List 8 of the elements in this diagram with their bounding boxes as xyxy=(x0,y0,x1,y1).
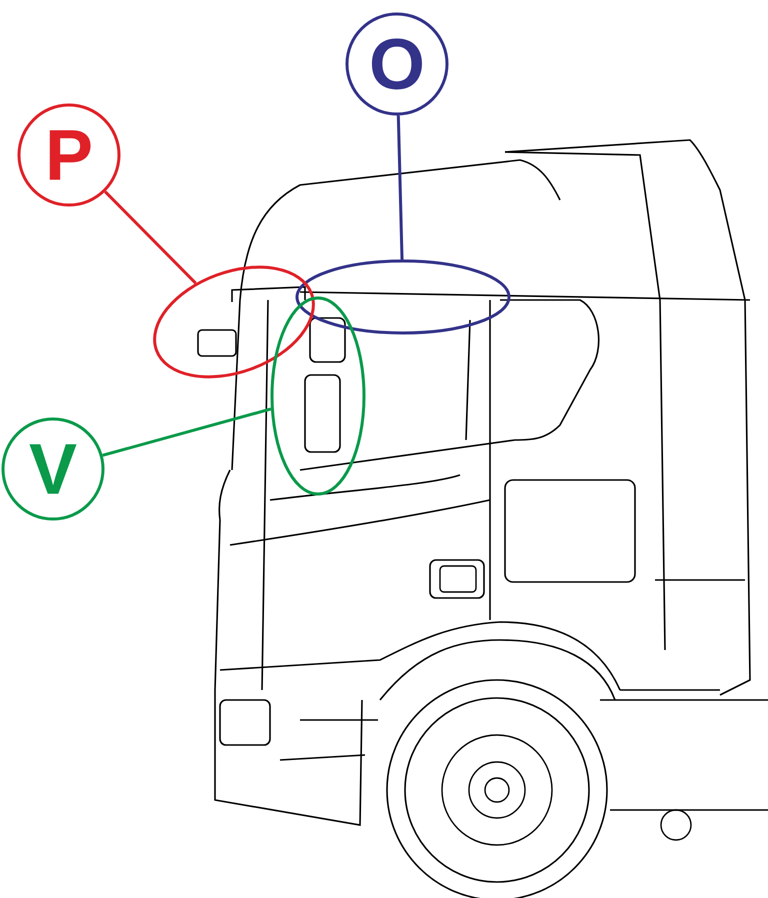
leader-line xyxy=(396,115,404,260)
callout-letter: O xyxy=(346,12,448,116)
callout-letter: P xyxy=(18,104,120,206)
highlight-ellipse xyxy=(296,260,510,334)
callout-letter: V xyxy=(2,418,104,520)
leader-line xyxy=(104,190,197,284)
highlight-ellipse xyxy=(270,296,366,496)
leader-line xyxy=(102,408,272,457)
